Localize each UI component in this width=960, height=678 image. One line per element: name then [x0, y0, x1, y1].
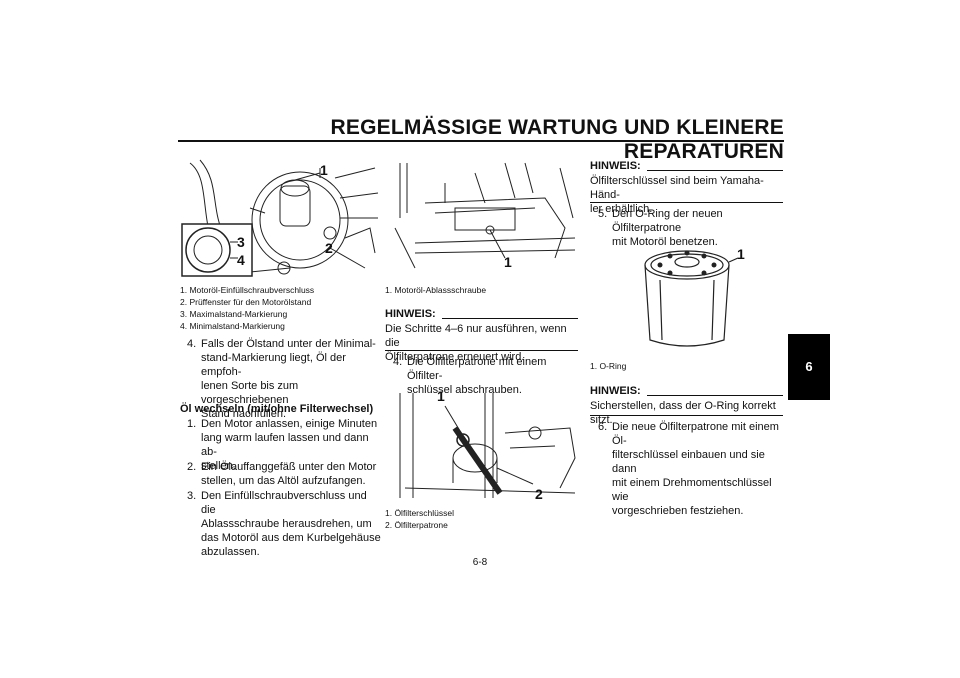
figure-oil-level-window: 1 2 3 4: [180, 158, 380, 280]
drain-bolt-illustration: [394, 162, 576, 269]
hinweis-rule: [647, 395, 783, 396]
step-text-line: Falls der Ölstand unter der Minimal-: [201, 338, 376, 350]
step-number: 4.: [187, 338, 197, 350]
step-text-line: mit Motoröl benetzen.: [612, 236, 718, 248]
caption-line: 1. Ölfilterschlüssel: [385, 508, 454, 518]
hinweis-end-rule: [385, 350, 578, 351]
hinweis-title: HINWEIS:: [385, 308, 436, 320]
figure-captions: 1. Motoröl-Einfüllschraubverschluss 2. P…: [180, 284, 380, 332]
step-text-line: stellen.: [201, 460, 236, 472]
engine-filler-illustration: [181, 159, 379, 277]
step-number: 3.: [187, 490, 197, 502]
figure-label-1: 1: [320, 162, 328, 178]
step-number: 5.: [598, 208, 608, 220]
page-number: 6-8: [472, 557, 488, 568]
hinweis-line: ler erhältlich.: [590, 203, 653, 215]
page-title: REGELMÄSSIGE WARTUNG UND KLEINERE REPARA…: [330, 116, 784, 163]
step-text-line: lenen Sorte bis zum vorgeschriebenen: [201, 380, 299, 406]
figure-label-3: 3: [237, 234, 245, 250]
hinweis-rule: [442, 318, 578, 319]
hinweis-line: Sicherstellen, dass der O-Ring korrekt s…: [590, 400, 776, 426]
chapter-tab: 6: [788, 334, 830, 400]
step-text-line: abzulassen.: [201, 546, 260, 558]
step-text-line: Den Motor anlassen, einige Minuten: [201, 418, 378, 430]
caption-line: 1. Motoröl-Einfüllschraubverschluss: [180, 285, 315, 295]
oil-filter-illustration: [644, 250, 739, 347]
hinweis-line: Ölfilterschlüssel sind beim Yamaha-Händ-: [590, 175, 764, 201]
step-number: 4.: [393, 356, 403, 368]
figure-label-1: 1: [504, 254, 512, 270]
figure-o-ring: 1: [590, 240, 785, 352]
hinweis-rule: [647, 170, 783, 171]
figure-captions-2: 1. Ölfilterschlüssel 2. Ölfilterpatrone: [385, 507, 454, 531]
step-text-line: das Motoröl aus dem Kurbelgehäuse: [201, 532, 381, 544]
figure-caption: 1. O-Ring: [590, 361, 627, 371]
hinweis-end-rule: [590, 415, 783, 416]
step-text-line: stellen, um das Altöl aufzufangen.: [201, 475, 366, 487]
step-text-line: Ablassschraube herausdrehen, um: [201, 518, 372, 530]
figure-label-2: 2: [325, 240, 333, 256]
step-number: 6.: [598, 421, 608, 433]
hinweis-end-rule: [590, 202, 783, 203]
step-text-line: Die neue Ölfilterpatrone mit einem Öl-: [612, 421, 779, 447]
caption-line: 3. Maximalstand-Markierung: [180, 309, 288, 319]
section-heading: Öl wechseln (mit/ohne Filterwechsel): [180, 403, 374, 415]
hinweis-line: Ölfilterpatrone erneuert wird.: [385, 351, 525, 363]
step-text-line: Stand nachfüllen.: [201, 408, 287, 420]
step-text-line: lang warm laufen lassen und dann ab-: [201, 432, 369, 458]
figure-label-2: 2: [535, 486, 543, 502]
hinweis-text: Ölfilterschlüssel sind beim Yamaha-Händ-…: [590, 174, 785, 216]
step-text-line: Den Einfüllschraubverschluss und die: [201, 490, 367, 516]
step-number: 2.: [187, 461, 197, 473]
step-text-line: Den O-Ring der neuen Ölfilterpatrone: [612, 208, 723, 234]
step-text-line: Die Ölfilterpatrone mit einem Ölfilter-: [407, 356, 547, 382]
figure-drain-bolt: 1: [385, 158, 580, 280]
step-text-line: vorgeschrieben festziehen.: [612, 505, 744, 517]
step-text-line: mit einem Drehmomentschlüssel wie: [612, 477, 772, 503]
caption-line: 2. Prüffenster für den Motorölstand: [180, 297, 312, 307]
hinweis-text: Die Schritte 4–6 nur ausführen, wenn die…: [385, 322, 580, 364]
caption-line: 4. Minimalstand-Markierung: [180, 321, 285, 331]
step-text-line: filterschlüssel einbauen und sie dann: [612, 449, 765, 475]
step-text-line: stand-Markierung liegt, Öl der empfoh-: [201, 352, 346, 378]
title-rule: [178, 140, 784, 142]
hinweis-line: Die Schritte 4–6 nur ausführen, wenn die: [385, 323, 567, 349]
figure-filter-wrench: 1 2: [385, 388, 580, 506]
hinweis-title: HINWEIS:: [590, 160, 641, 172]
filter-wrench-illustration: [399, 393, 576, 498]
step-number: 1.: [187, 418, 197, 430]
figure-label-1: 1: [737, 246, 745, 262]
step-text-line: Ein Ölauffanggefäß unter den Motor: [201, 461, 377, 473]
hinweis-text: Sicherstellen, dass der O-Ring korrekt s…: [590, 399, 790, 427]
figure-label-4: 4: [237, 252, 245, 268]
figure-caption: 1. Motoröl-Ablassschraube: [385, 285, 487, 295]
caption-line: 2. Ölfilterpatrone: [385, 520, 448, 530]
hinweis-title: HINWEIS:: [590, 385, 641, 397]
figure-label-1: 1: [437, 388, 445, 404]
